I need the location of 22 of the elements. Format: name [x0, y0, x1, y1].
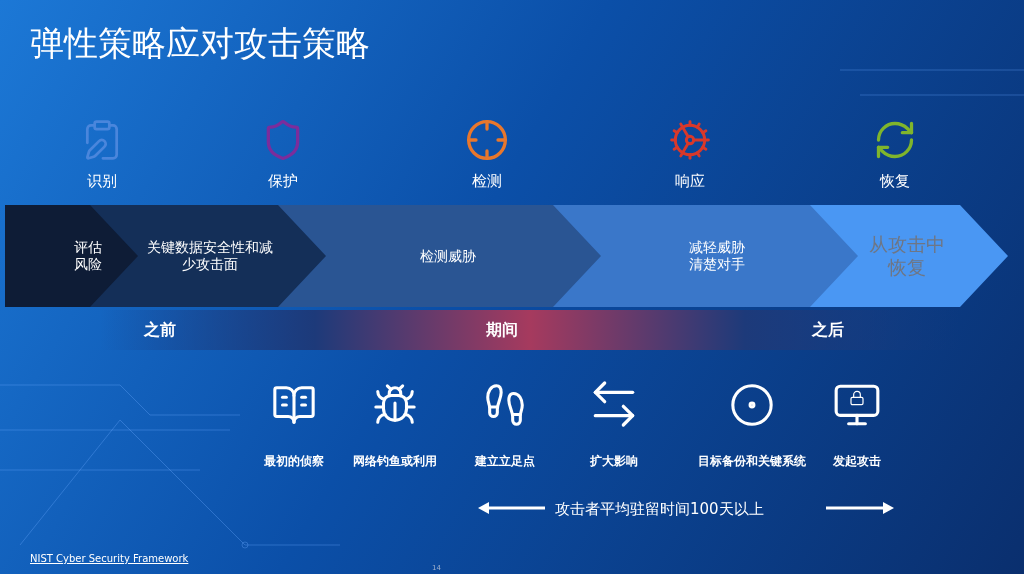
- stage-text: 评估风险: [73, 239, 103, 273]
- phase-label: 保护: [268, 171, 298, 192]
- phase-label: 恢复: [880, 171, 910, 192]
- stage-text: 关键数据安全性和减少攻击面: [146, 239, 274, 273]
- phase-label: 识别: [87, 171, 117, 192]
- stage-text: 减轻威胁清楚对手: [688, 239, 746, 273]
- slide-title: 弹性策略应对攻击策略: [30, 22, 370, 65]
- phase-label: 检测: [472, 171, 502, 192]
- attack-step-label: 网络钓鱼或利用: [353, 453, 437, 470]
- timeline-label: 之后: [812, 319, 844, 341]
- timeline-label: 之前: [144, 319, 176, 341]
- attack-step-label: 目标备份和关键系统: [698, 453, 806, 470]
- phase-label: 响应: [675, 171, 705, 192]
- footer-link: NIST Cyber Security Framework: [30, 552, 189, 566]
- stage-text: 检测威胁: [419, 247, 477, 265]
- timeline-label: 期间: [486, 319, 518, 341]
- attack-step-label: 建立立足点: [475, 453, 535, 470]
- attack-step-label: 发起攻击: [833, 453, 881, 470]
- dwell-time-text: 攻击者平均驻留时间100天以上: [555, 499, 764, 520]
- attack-step-label: 扩大影响: [590, 453, 638, 470]
- attack-step-label: 最初的侦察: [264, 453, 324, 470]
- stage-text: 从攻击中恢复: [868, 233, 946, 279]
